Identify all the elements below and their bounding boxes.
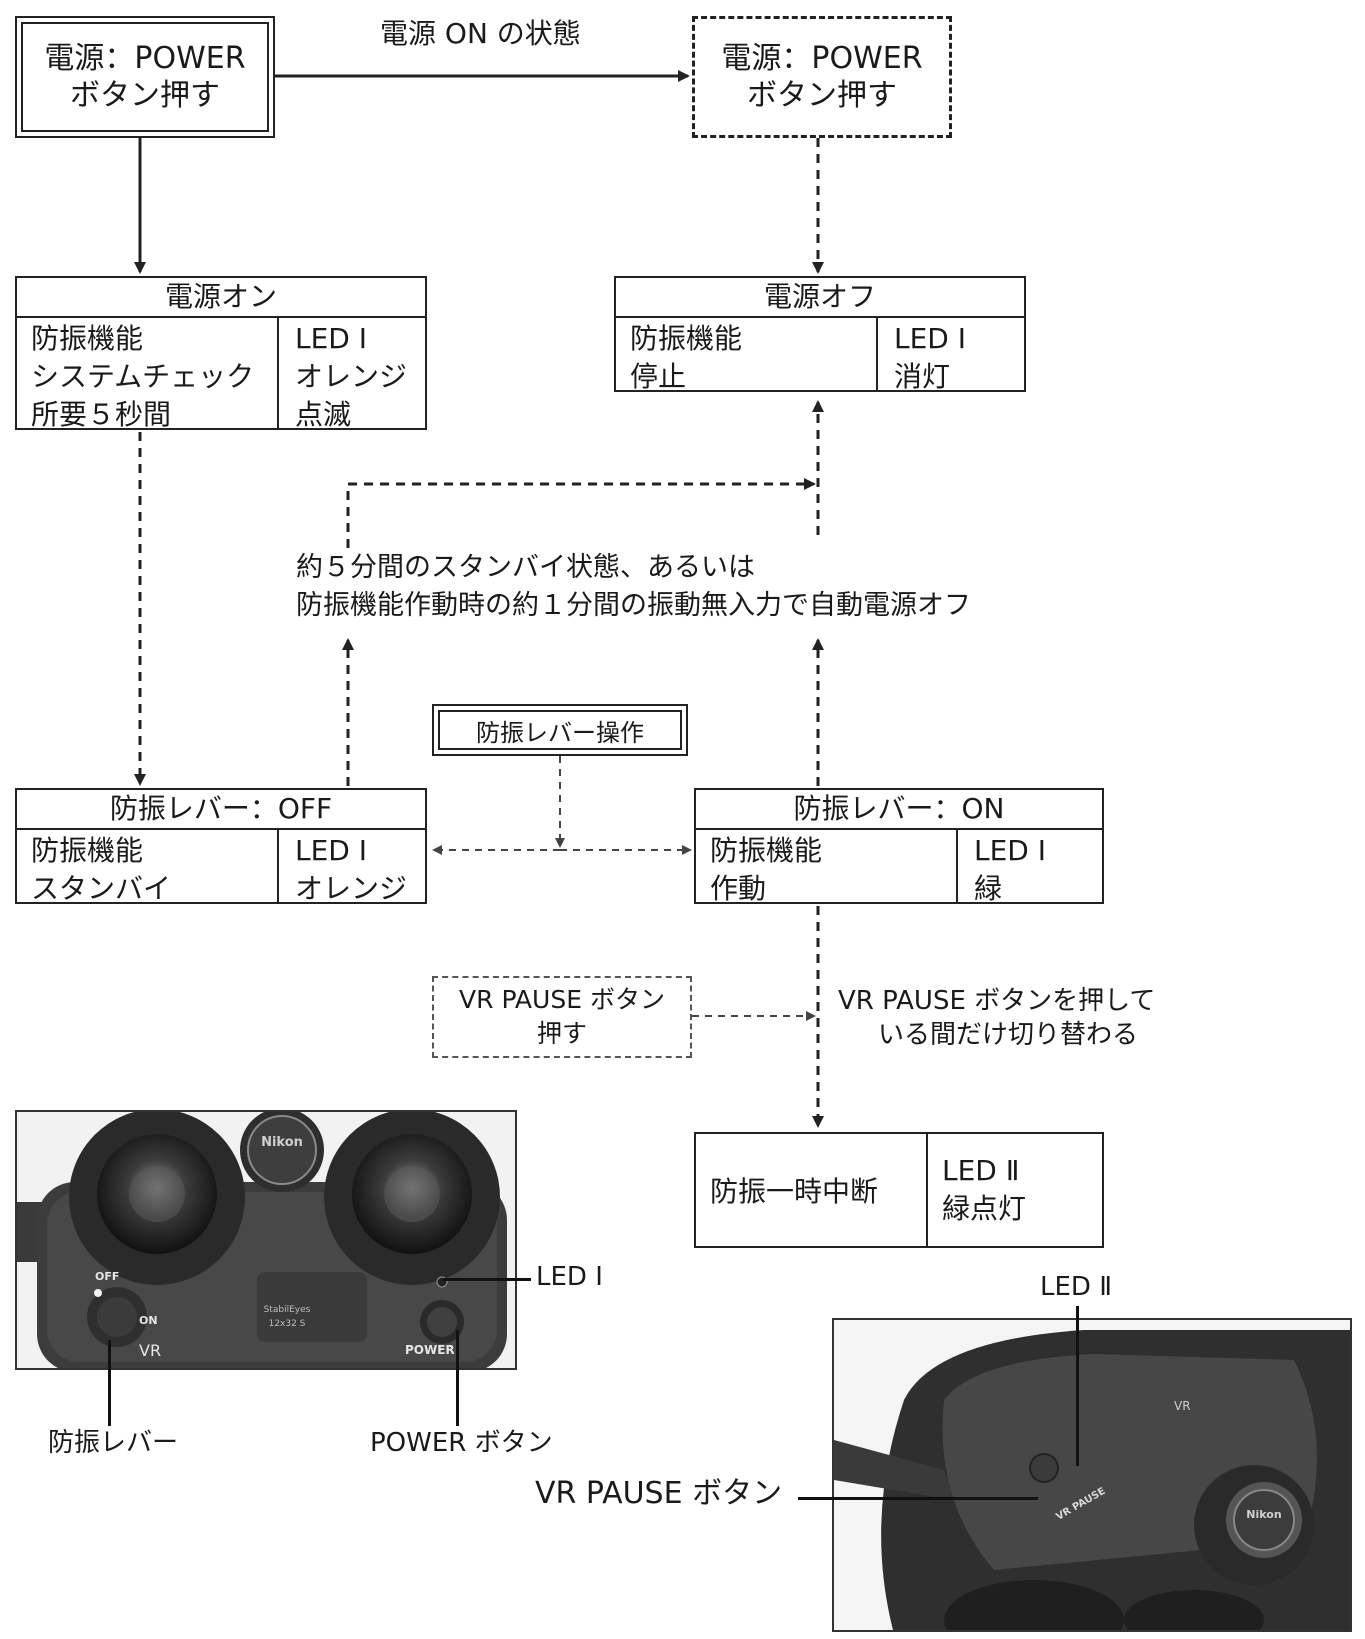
state-lever-on-title: 防振レバー：ON: [696, 790, 1102, 830]
state-power-on-right-3: 点滅: [295, 398, 352, 431]
state-power-on-left-3: 所要５秒間: [31, 398, 172, 431]
lever-operation-label: 防振レバー操作: [438, 710, 682, 750]
photo1-power-text: POWER: [405, 1343, 455, 1357]
photo1-model-spec-text: 12x32 S: [269, 1319, 306, 1329]
led2-callout-label: LED Ⅱ: [1040, 1272, 1112, 1302]
state-power-on-left-1: 防振機能: [31, 322, 144, 355]
vr-pause-photo: Nikon VR VR PAUSE: [832, 1318, 1352, 1632]
state-power-off-left-1: 防振機能: [630, 322, 743, 355]
vr-pause-note-line2: いる間だけ切り替わる: [878, 1020, 1139, 1050]
state-power-off-right-2: 消灯: [894, 360, 951, 393]
power-button-press-dashed-box: 電源：POWER ボタン押す: [692, 16, 952, 138]
vr-pause-press-line2: 押す: [536, 1019, 587, 1048]
power-press-line1: 電源：POWER: [44, 40, 246, 76]
state-lever-on: 防振レバー：ON 防振機能 作動 LED Ⅰ 緑: [694, 788, 1104, 905]
vr-pause-illustration: Nikon VR VR PAUSE: [834, 1320, 1350, 1630]
power-press-line2: ボタン押す: [70, 78, 220, 113]
binocular-top-photo: Nikon StabilEyes 12x32 S OFF ON VR POWER: [15, 1110, 517, 1370]
power-button-press-box: 電源：POWER ボタン押す: [15, 16, 275, 138]
state-power-on-right-2: オレンジ: [295, 360, 408, 393]
photo1-brand-text: Nikon: [261, 1135, 303, 1150]
state-power-off: 電源オフ 防振機能 停止 LED Ⅰ 消灯: [614, 276, 1026, 393]
state-lever-off: 防振レバー：OFF 防振機能 スタンバイ LED Ⅰ オレンジ: [15, 788, 427, 905]
vr-pause-button-callout-line: [798, 1497, 1038, 1500]
state-power-off-title: 電源オフ: [616, 278, 1024, 318]
state-lever-on-left-1: 防振機能: [710, 834, 823, 867]
photo1-on-text: ON: [139, 1314, 158, 1327]
auto-off-note-line2: 防振機能作動時の約１分間の振動無入力で自動電源オフ: [296, 590, 971, 621]
vr-pause-press-line1: VR PAUSE ボタン: [459, 985, 665, 1015]
photo1-off-text: OFF: [95, 1270, 119, 1283]
power-on-state-label: 電源 ON の状態: [380, 17, 581, 50]
state-vr-pause-right-2: 緑点灯: [942, 1192, 1027, 1225]
state-power-on: 電源オン 防振機能 システムチェック 所要５秒間 LED Ⅰ オレンジ 点滅: [15, 276, 427, 431]
state-power-off-left-2: 停止: [630, 360, 687, 393]
state-lever-off-left-2: スタンバイ: [31, 872, 172, 905]
state-vr-pause-left: 防振一時中断: [696, 1134, 928, 1246]
power-button-callout-line: [456, 1330, 459, 1426]
arrow-auto-off-left-to-power-off: [346, 478, 816, 548]
state-power-on-right-1: LED Ⅰ: [295, 322, 368, 355]
photo1-model-name-text: StabilEyes: [264, 1305, 311, 1315]
power-off-press-line2: ボタン押す: [747, 78, 897, 113]
vr-pause-note-line1: VR PAUSE ボタンを押して: [838, 986, 1156, 1016]
photo1-vr-text: VR: [139, 1341, 161, 1360]
state-lever-off-title: 防振レバー：OFF: [17, 790, 425, 830]
lever-callout-label: 防振レバー: [48, 1428, 179, 1458]
state-lever-off-right-2: オレンジ: [295, 872, 408, 905]
state-vr-pause: 防振一時中断 LED Ⅱ 緑点灯: [694, 1132, 1104, 1248]
state-power-off-right-1: LED Ⅰ: [894, 322, 967, 355]
lever-operation-box: 防振レバー操作: [432, 704, 688, 756]
state-lever-off-left-1: 防振機能: [31, 834, 144, 867]
vr-pause-press-box: VR PAUSE ボタン 押す: [432, 976, 692, 1058]
state-lever-off-right-1: LED Ⅰ: [295, 834, 368, 867]
state-power-on-left-2: システムチェック: [31, 360, 255, 393]
state-lever-on-right-1: LED Ⅰ: [974, 834, 1047, 867]
binocular-top-illustration: Nikon StabilEyes 12x32 S OFF ON VR POWER: [17, 1112, 515, 1368]
photo2-brand-text: Nikon: [1246, 1508, 1281, 1521]
power-off-press-line1: 電源：POWER: [721, 40, 923, 76]
auto-off-note-line1: 約５分間のスタンバイ状態、あるいは: [296, 552, 755, 583]
photo2-vr-text: VR: [1174, 1399, 1191, 1413]
led1-callout-label: LED Ⅰ: [536, 1262, 603, 1292]
lever-callout-line: [108, 1340, 111, 1426]
vr-pause-button-callout-label: VR PAUSE ボタン: [535, 1476, 783, 1511]
led2-callout-line: [1076, 1306, 1079, 1466]
power-button-callout-label: POWER ボタン: [370, 1428, 553, 1458]
state-vr-pause-right-1: LED Ⅱ: [942, 1154, 1020, 1187]
state-lever-on-left-2: 作動: [710, 872, 767, 905]
state-power-on-title: 電源オン: [17, 278, 425, 318]
state-lever-on-right-2: 緑: [974, 872, 1003, 905]
led1-callout-line: [443, 1278, 531, 1281]
